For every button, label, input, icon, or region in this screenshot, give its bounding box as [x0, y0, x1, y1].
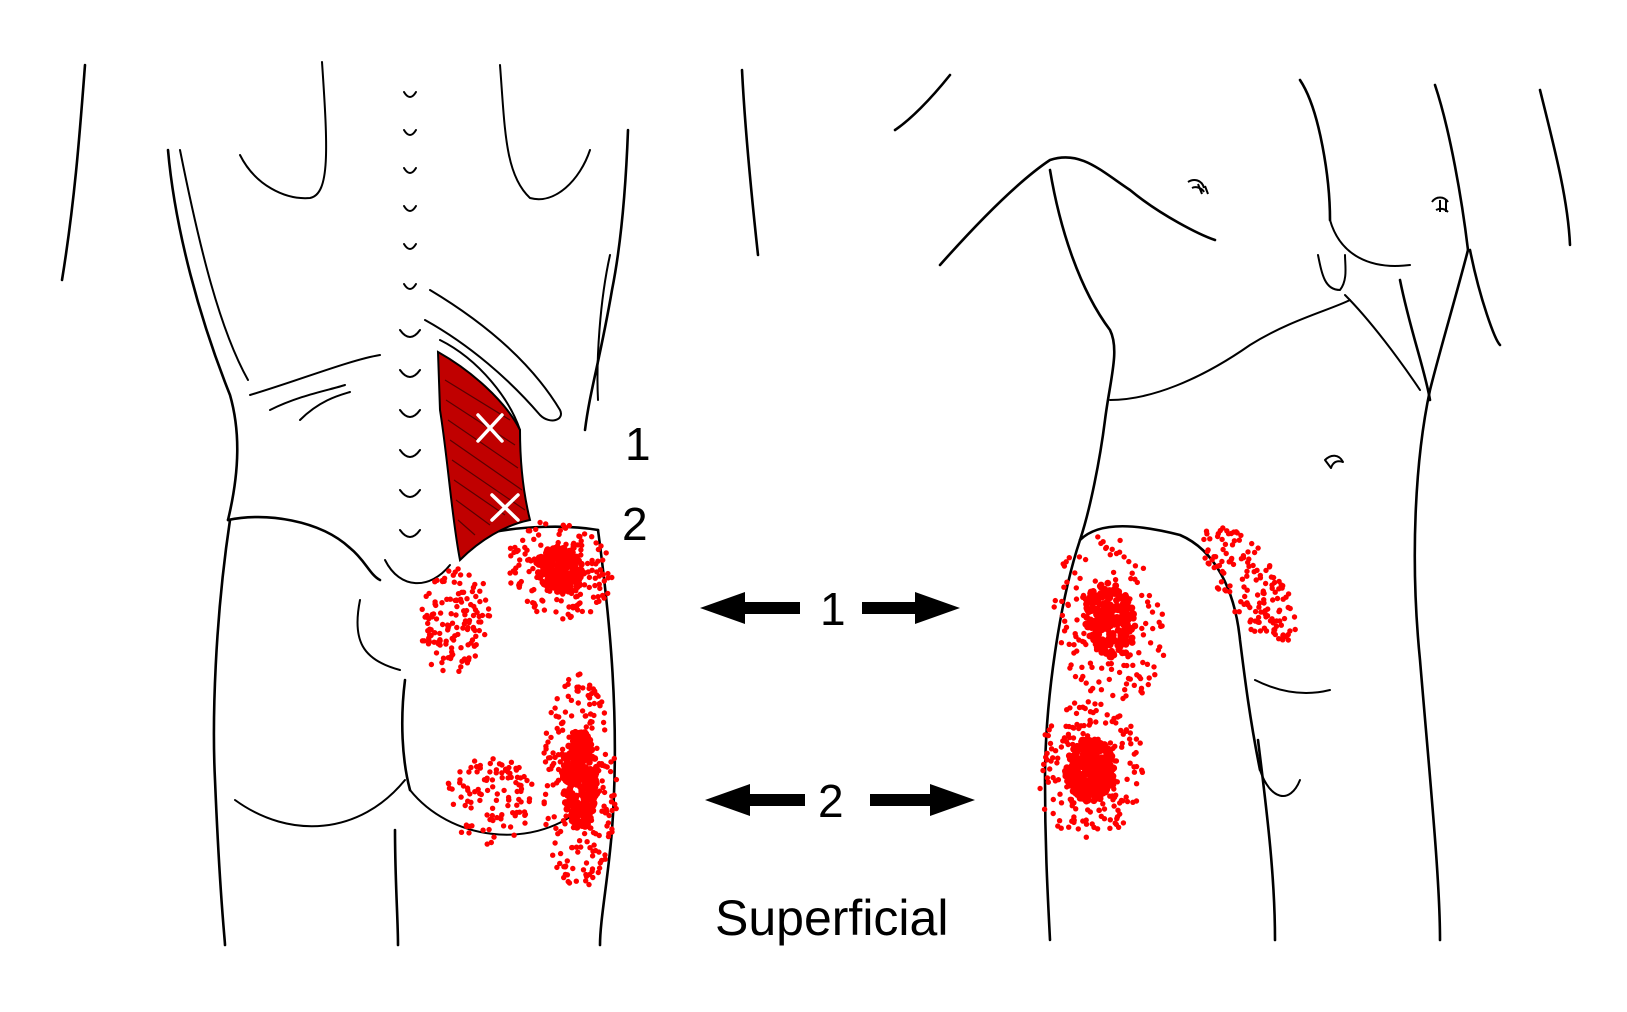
- left-arm-inner: [166, 148, 239, 522]
- left-flank: [179, 149, 249, 381]
- thigh-front: [1256, 738, 1277, 942]
- right-arm-outer: [1433, 83, 1470, 252]
- referral-zone-1-iliac-crest: [507, 519, 615, 622]
- caption-superficial: Superficial: [715, 890, 948, 946]
- right-scapula: [499, 64, 591, 201]
- arrow-1-label: 1: [820, 583, 846, 635]
- thigh-back: [1043, 538, 1082, 942]
- referral-zone-1-hip-lateral: [1051, 534, 1167, 702]
- side-view-figure: [893, 73, 1572, 942]
- right-gluteal-fold: [409, 789, 581, 836]
- arrow-1: 1: [700, 583, 960, 635]
- spine: [384, 91, 451, 585]
- far-right-arm: [1538, 88, 1572, 247]
- abdomen-lower: [1254, 679, 1331, 694]
- arrow-2: 2: [705, 775, 975, 827]
- referral-zone-1-iliac-anterior: [1201, 525, 1298, 643]
- lumbar-crease-left: [249, 354, 381, 396]
- torso-front-left: [1048, 168, 1116, 542]
- trigger-point-1-marker: [476, 413, 504, 443]
- lumbar-crease-left-2: [269, 384, 346, 411]
- rib-cage-left: [1109, 299, 1351, 401]
- right-flank-line: [1398, 278, 1432, 402]
- right-arm-outline: [740, 68, 760, 257]
- torso-far-right: [1468, 248, 1502, 347]
- trigger-point-2-label: 2: [622, 498, 648, 550]
- arrow-2-label: 2: [818, 775, 844, 827]
- right-pectoral: [1329, 219, 1411, 267]
- rib-cage-right: [1344, 294, 1421, 391]
- left-arm-outline: [60, 63, 87, 282]
- left-buttock: [212, 518, 232, 947]
- torso-right-side: [1413, 248, 1470, 942]
- referral-zone-2-greater-trochanter: [1037, 699, 1146, 840]
- left-arm-upper: [893, 73, 952, 132]
- navel: [1324, 454, 1344, 469]
- referral-zone-1-sacroiliac: [419, 566, 493, 674]
- rib-11: [439, 339, 521, 431]
- referral-zone-2-buttock-lateral: [541, 671, 620, 888]
- trigger-point-2-marker: [490, 493, 520, 522]
- referral-zone-2-buttock-central: [445, 756, 535, 847]
- pelvis-top-left: [226, 515, 382, 582]
- left-leg-line: [393, 828, 400, 947]
- nipple-right: [1431, 196, 1449, 213]
- nipple-left: [1187, 179, 1209, 195]
- right-flank: [596, 254, 611, 401]
- sternum-notch: [1317, 254, 1347, 291]
- right-arm-inner: [583, 128, 630, 432]
- left-buttock-inner: [356, 599, 401, 671]
- gluteal-cleft: [400, 678, 412, 792]
- trigger-point-1-label: 1: [625, 418, 651, 470]
- left-scapula: [239, 61, 328, 200]
- back-view-figure: 1 2: [60, 61, 760, 947]
- left-iliac-mark: [299, 391, 351, 421]
- left-gluteal-fold: [234, 779, 406, 828]
- chest-right: [1298, 78, 1332, 222]
- rib-12: [424, 289, 562, 422]
- hip-outline: [1078, 525, 1262, 772]
- left-shoulder-line: [938, 156, 1217, 267]
- muscle-fiber-lines: [444, 379, 526, 536]
- groin-line: [1259, 769, 1301, 797]
